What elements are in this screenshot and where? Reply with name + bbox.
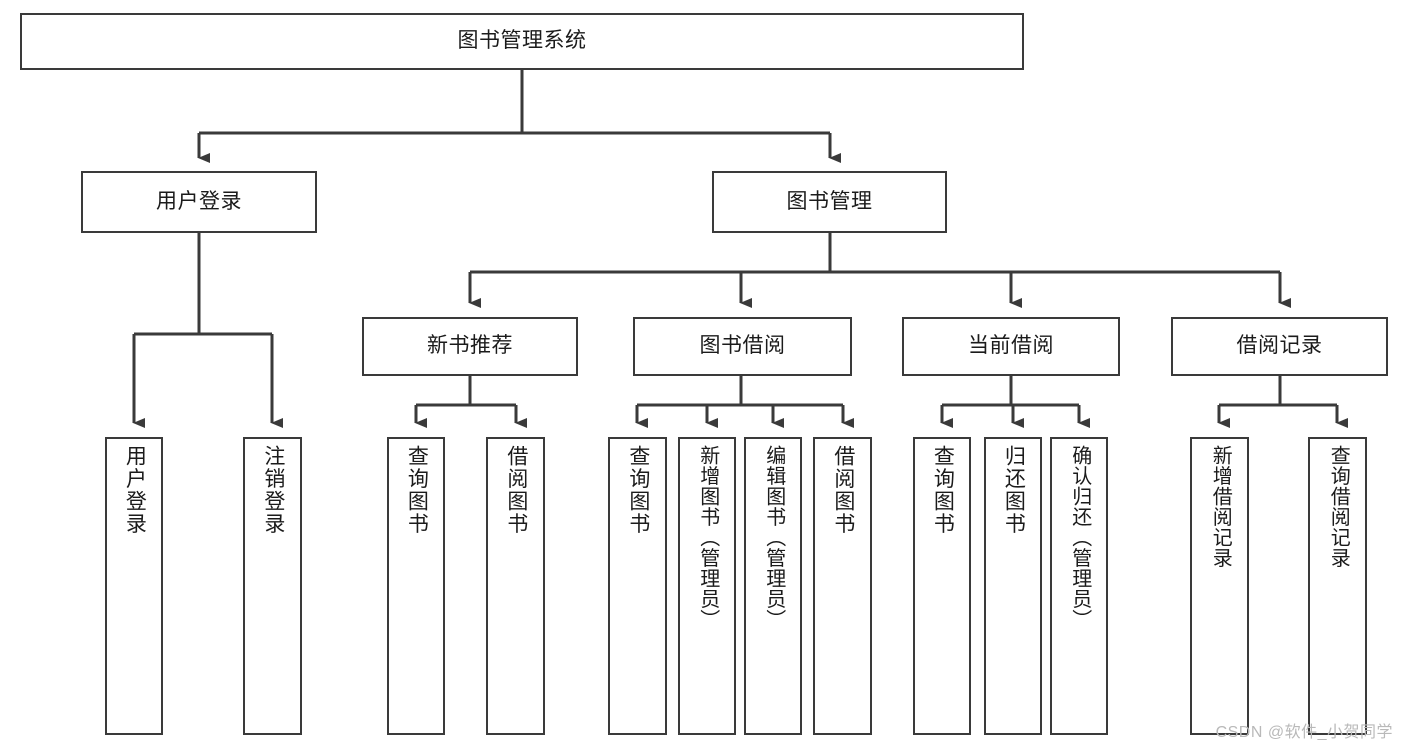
node-borrow-record[interactable]: 借阅记录 bbox=[1171, 317, 1388, 376]
node-leaf-add-record[interactable]: 新增借阅记录 bbox=[1190, 437, 1249, 735]
node-book-manage-label: 图书管理 bbox=[786, 189, 873, 213]
node-leaf-query-book-rec-label: 查询图书 bbox=[405, 445, 429, 535]
node-leaf-return-book-label: 归还图书 bbox=[1002, 445, 1026, 535]
node-new-book-rec[interactable]: 新书推荐 bbox=[362, 317, 578, 376]
node-root[interactable]: 图书管理系统 bbox=[20, 13, 1024, 70]
node-leaf-borrow-book-rec[interactable]: 借阅图书 bbox=[486, 437, 545, 735]
node-leaf-query-book-rec[interactable]: 查询图书 bbox=[387, 437, 445, 735]
node-leaf-borrow-book-label: 借阅图书 bbox=[831, 445, 855, 535]
node-user-login-label: 用户登录 bbox=[156, 189, 242, 213]
node-user-login[interactable]: 用户登录 bbox=[81, 171, 317, 233]
node-leaf-query-book-cur-label: 查询图书 bbox=[931, 445, 955, 535]
node-leaf-user-login[interactable]: 用户登录 bbox=[105, 437, 163, 735]
node-current-borrow[interactable]: 当前借阅 bbox=[902, 317, 1120, 376]
node-leaf-return-book[interactable]: 归还图书 bbox=[984, 437, 1042, 735]
node-leaf-query-book-borrow-label: 查询图书 bbox=[626, 445, 650, 535]
node-book-borrow[interactable]: 图书借阅 bbox=[633, 317, 852, 376]
node-leaf-query-record[interactable]: 查询借阅记录 bbox=[1308, 437, 1367, 735]
node-new-book-rec-label: 新书推荐 bbox=[427, 334, 513, 358]
node-leaf-add-book[interactable]: 新增图书（管理员） bbox=[678, 437, 736, 735]
node-borrow-record-label: 借阅记录 bbox=[1236, 334, 1323, 358]
node-book-manage[interactable]: 图书管理 bbox=[712, 171, 947, 233]
node-leaf-edit-book-label: 编辑图书（管理员） bbox=[762, 445, 785, 630]
node-leaf-edit-book[interactable]: 编辑图书（管理员） bbox=[744, 437, 802, 735]
node-leaf-borrow-book[interactable]: 借阅图书 bbox=[813, 437, 872, 735]
node-current-borrow-label: 当前借阅 bbox=[968, 334, 1054, 358]
node-leaf-query-book-borrow[interactable]: 查询图书 bbox=[608, 437, 667, 735]
node-leaf-user-logout[interactable]: 注销登录 bbox=[243, 437, 302, 735]
node-leaf-query-record-label: 查询借阅记录 bbox=[1327, 445, 1350, 568]
node-book-borrow-label: 图书借阅 bbox=[699, 334, 786, 358]
node-leaf-add-book-label: 新增图书（管理员） bbox=[696, 445, 719, 630]
node-leaf-confirm-return[interactable]: 确认归还（管理员） bbox=[1050, 437, 1108, 735]
node-leaf-confirm-return-label: 确认归还（管理员） bbox=[1068, 445, 1091, 630]
node-leaf-user-login-label: 用户登录 bbox=[123, 445, 147, 535]
node-leaf-query-book-cur[interactable]: 查询图书 bbox=[913, 437, 971, 735]
node-leaf-user-logout-label: 注销登录 bbox=[261, 445, 285, 535]
node-leaf-borrow-book-rec-label: 借阅图书 bbox=[504, 445, 528, 535]
node-root-label: 图书管理系统 bbox=[457, 29, 587, 53]
node-leaf-add-record-label: 新增借阅记录 bbox=[1209, 445, 1232, 568]
